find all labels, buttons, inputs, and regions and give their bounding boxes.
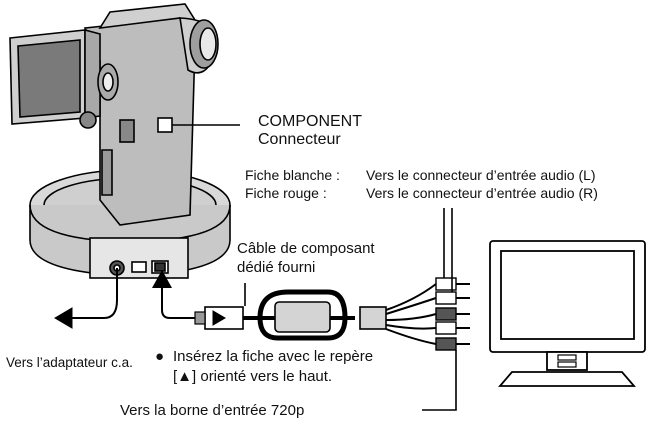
docking-station-icon: [29, 169, 231, 279]
television-icon: [489, 240, 646, 387]
terminal-720p-label: Vers la borne d’entrée 720p: [120, 402, 305, 419]
camcorder-icon: [9, 3, 240, 226]
cable-label-line2: dédié fourni: [237, 259, 316, 276]
component-title: COMPONENT: [258, 113, 362, 130]
note-bullet: ●: [155, 348, 165, 365]
white-plug-dest: Vers le connecteur d’entrée audio (L): [366, 167, 596, 183]
ac-adapter-label: Vers l’adaptateur c.a.: [6, 355, 133, 370]
red-plug-name: Fiche rouge :: [245, 185, 327, 201]
note-line1: Insérez la fiche avec le repère: [173, 348, 374, 365]
red-plug-dest: Vers le connecteur d’entrée audio (R): [366, 185, 598, 201]
component-subtitle: Connecteur: [258, 131, 341, 148]
white-plug-name: Fiche blanche :: [245, 167, 340, 183]
note-line2: [▲] orienté vers le haut.: [173, 368, 333, 385]
component-cable-icon: [161, 208, 470, 411]
cable-label-line1: Câble de composant: [237, 240, 375, 257]
arrow-left-icon: [54, 268, 118, 329]
connector-arrow-icon: [152, 270, 172, 288]
